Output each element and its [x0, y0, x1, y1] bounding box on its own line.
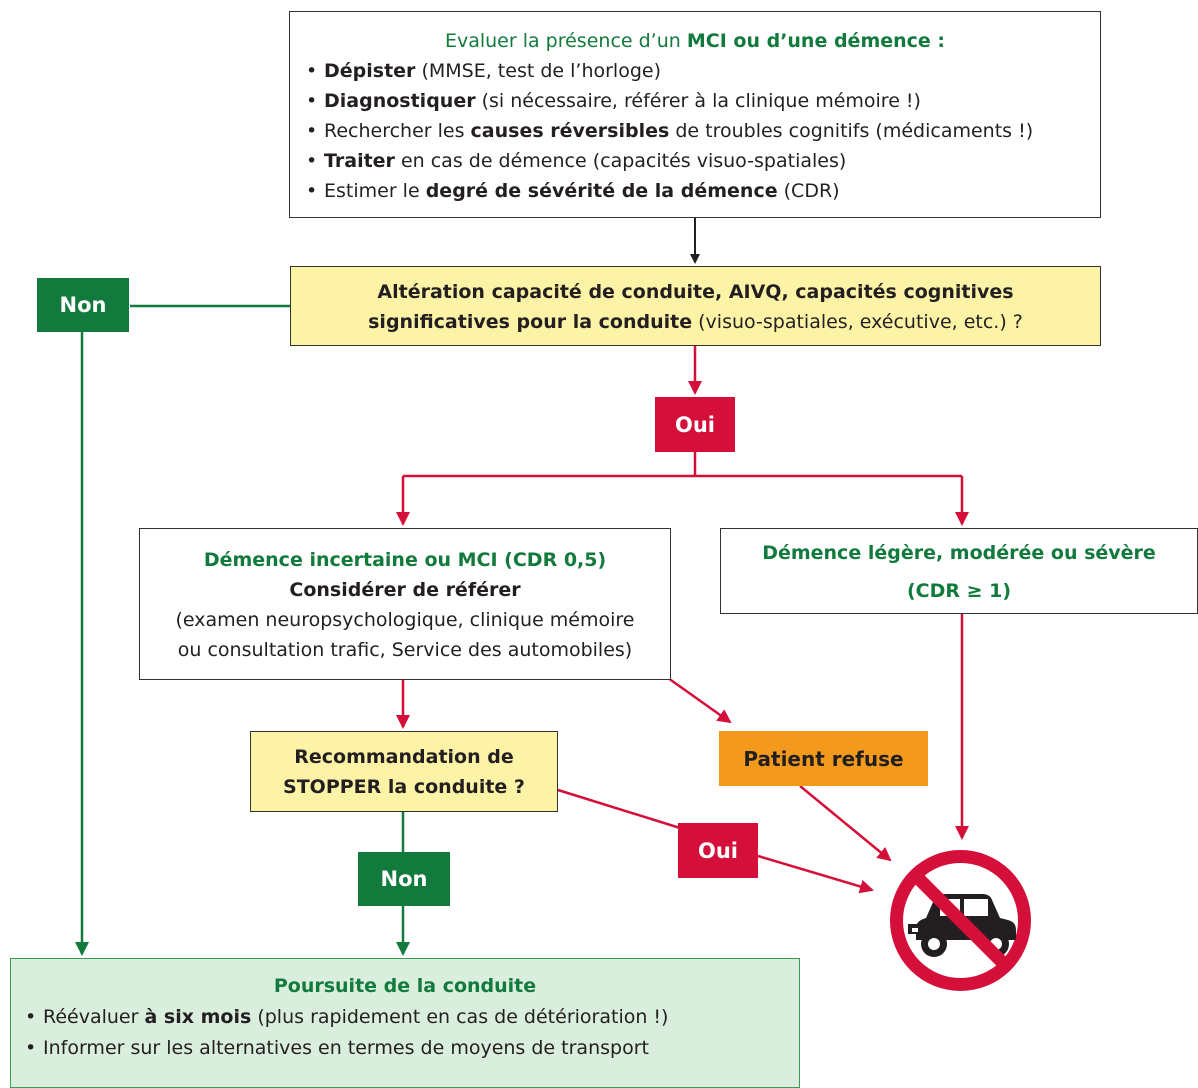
- list-item: Informer sur les alternatives en termes …: [21, 1033, 789, 1064]
- no-car-icon: [888, 848, 1033, 993]
- oui-bottom-tag: Oui: [678, 823, 758, 878]
- evaluation-title: Evaluer la présence d’un MCI ou d’une dé…: [444, 30, 946, 52]
- list-item: Dépister (MMSE, test de l’horloge): [302, 56, 1088, 86]
- dementia-box: Démence légère, modérée ou sévère (CDR ≥…: [720, 528, 1198, 614]
- non-bottom-tag: Non: [358, 852, 450, 906]
- list-item: Réévaluer à six mois (plus rapidement en…: [21, 1002, 789, 1033]
- non-left-tag: Non: [37, 278, 129, 332]
- continue-driving-box: Poursuite de la conduite Réévaluer à six…: [10, 958, 800, 1088]
- stop-driving-question-box: Recommandation de STOPPER la conduite ?: [250, 731, 558, 812]
- evaluation-list: Dépister (MMSE, test de l’horloge) Diagn…: [302, 56, 1088, 206]
- arrow-refuse-to-nocar: [799, 785, 892, 862]
- arrow-mci-to-refuse: [667, 676, 732, 724]
- evaluation-box: Evaluer la présence d’un MCI ou d’une dé…: [289, 11, 1101, 218]
- list-item: Traiter en cas de démence (capacités vis…: [302, 146, 1088, 176]
- driving-capacity-question-box: Altération capacité de conduite, AIVQ, c…: [290, 266, 1101, 346]
- patient-refuse-tag: Patient refuse: [719, 731, 928, 786]
- arrow-oui-to-nocar: [757, 854, 874, 894]
- oui-top-tag: Oui: [655, 397, 735, 452]
- list-item: Diagnostiquer (si nécessaire, référer à …: [302, 86, 1088, 116]
- continue-list: Réévaluer à six mois (plus rapidement en…: [21, 1002, 789, 1064]
- continue-title: Poursuite de la conduite: [273, 975, 537, 997]
- list-item: Estimer le degré de sévérité de la démen…: [302, 176, 1088, 206]
- list-item: Rechercher les causes réversibles de tro…: [302, 116, 1088, 146]
- mci-box: Démence incertaine ou MCI (CDR 0,5) Cons…: [139, 528, 671, 680]
